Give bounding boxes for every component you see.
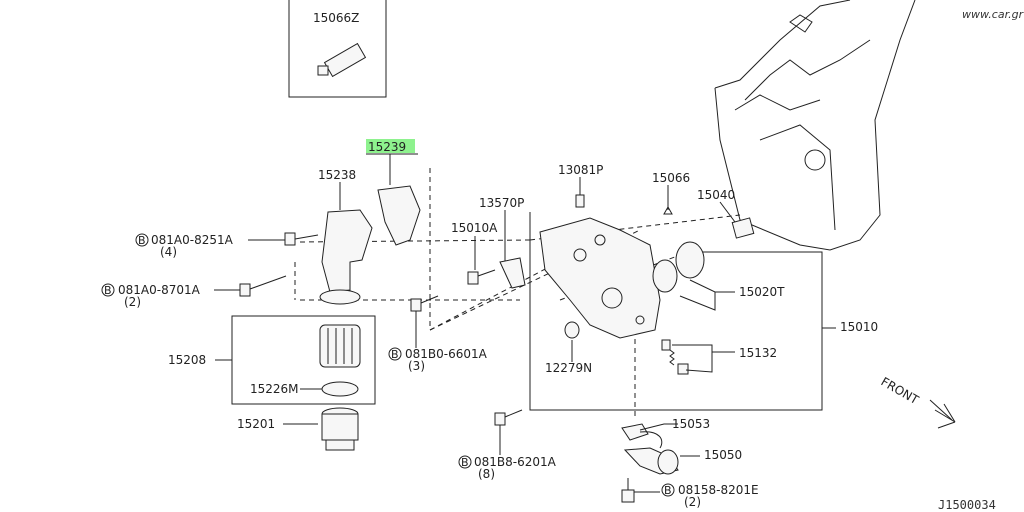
bolt-number-3[interactable]: 081B0-6601A	[405, 347, 488, 361]
bolt-badge-3	[388, 347, 402, 361]
front-arrow-shaft	[929, 399, 953, 421]
label-15226M[interactable]: 15226M	[250, 382, 299, 396]
bolt-icon-3	[410, 295, 439, 312]
highlight-15239	[366, 139, 415, 153]
label-15208[interactable]: 15208	[168, 353, 206, 367]
bolt-prefix-2: B	[104, 284, 112, 297]
bolt-qty-4: (8)	[478, 467, 495, 481]
sealant-box	[288, 0, 387, 98]
leader-15132	[672, 344, 735, 373]
bolt-icon-15010A	[467, 269, 496, 285]
o-ring-icon	[321, 381, 359, 397]
watermark-text: www.car.gr	[962, 8, 1024, 21]
bolt-prefix-5: B	[664, 484, 672, 497]
bolt-icon-2	[239, 275, 287, 297]
bolt-badge-1	[135, 233, 149, 247]
label-15040[interactable]: 15040	[697, 188, 735, 202]
bolt-qty-5: (2)	[684, 495, 701, 509]
engine-block-outline	[714, 0, 916, 251]
oil-pump-body	[539, 217, 661, 339]
label-13081P[interactable]: 13081P	[558, 163, 603, 177]
leader-15020T	[679, 279, 735, 311]
filter-cap-icon	[321, 407, 359, 451]
seal-icon-13570P	[499, 257, 526, 289]
bolt-qty-3: (3)	[408, 359, 425, 373]
bolt-icon-1	[284, 232, 319, 246]
label-15053[interactable]: 15053	[672, 417, 710, 431]
bolt-icon-4	[494, 409, 523, 426]
bolt-prefix-3: B	[391, 348, 399, 361]
filter-bracket-15238	[321, 209, 373, 293]
bolt-icon-5	[621, 478, 635, 503]
label-15010[interactable]: 15010	[840, 320, 878, 334]
bolt-number-1[interactable]: 081A0-8251A	[151, 233, 234, 247]
filter-element-icon	[319, 324, 361, 368]
bolt-badge-5	[661, 483, 675, 497]
bolt-number-2[interactable]: 081A0-8701A	[118, 283, 201, 297]
front-arrow-icon	[934, 403, 956, 429]
bolt-number-5[interactable]: 08158-8201E	[678, 483, 759, 497]
oil-pump-assy-box	[529, 212, 823, 411]
label-15238[interactable]: 15238	[318, 168, 356, 182]
diagram-code: J1500034	[938, 498, 996, 512]
label-13570P[interactable]: 13570P	[479, 196, 524, 210]
sealant-point-icon	[663, 205, 673, 215]
label-15201[interactable]: 15201	[237, 417, 275, 431]
label-15066Z[interactable]: 15066Z	[313, 11, 359, 25]
bolt-badge-4	[458, 455, 472, 469]
leader-15053	[639, 423, 678, 431]
label-15239[interactable]: 15239	[368, 140, 406, 154]
label-15066[interactable]: 15066	[652, 171, 690, 185]
dowel-icon-13081P	[575, 194, 585, 208]
rotor-set-icon	[652, 241, 705, 293]
strainer-icon	[621, 423, 679, 475]
bolt-qty-2: (2)	[124, 295, 141, 309]
bolt-prefix-4: B	[461, 456, 469, 469]
bolt-prefix-1: B	[138, 234, 146, 247]
gasket-15239	[377, 185, 421, 246]
leader-15040	[719, 201, 736, 223]
bolt-badge-2	[101, 283, 115, 297]
front-label: FRONT	[879, 374, 922, 407]
label-12279N[interactable]: 12279N	[545, 361, 592, 375]
bolt-number-4[interactable]: 081B8-6201A	[474, 455, 557, 469]
label-15050[interactable]: 15050	[704, 448, 742, 462]
relief-valve-icon	[661, 339, 689, 375]
label-15010A[interactable]: 15010A	[451, 221, 498, 235]
leader-15239	[366, 153, 418, 185]
label-15020T[interactable]: 15020T	[739, 285, 785, 299]
spacer-icon-15040	[731, 217, 755, 239]
label-15132[interactable]: 15132	[739, 346, 777, 360]
bolt-qty-1: (4)	[160, 245, 177, 259]
filter-bracket-base	[319, 289, 361, 305]
seal-icon-12279N	[564, 321, 580, 339]
sealant-tube-icon	[317, 42, 367, 78]
